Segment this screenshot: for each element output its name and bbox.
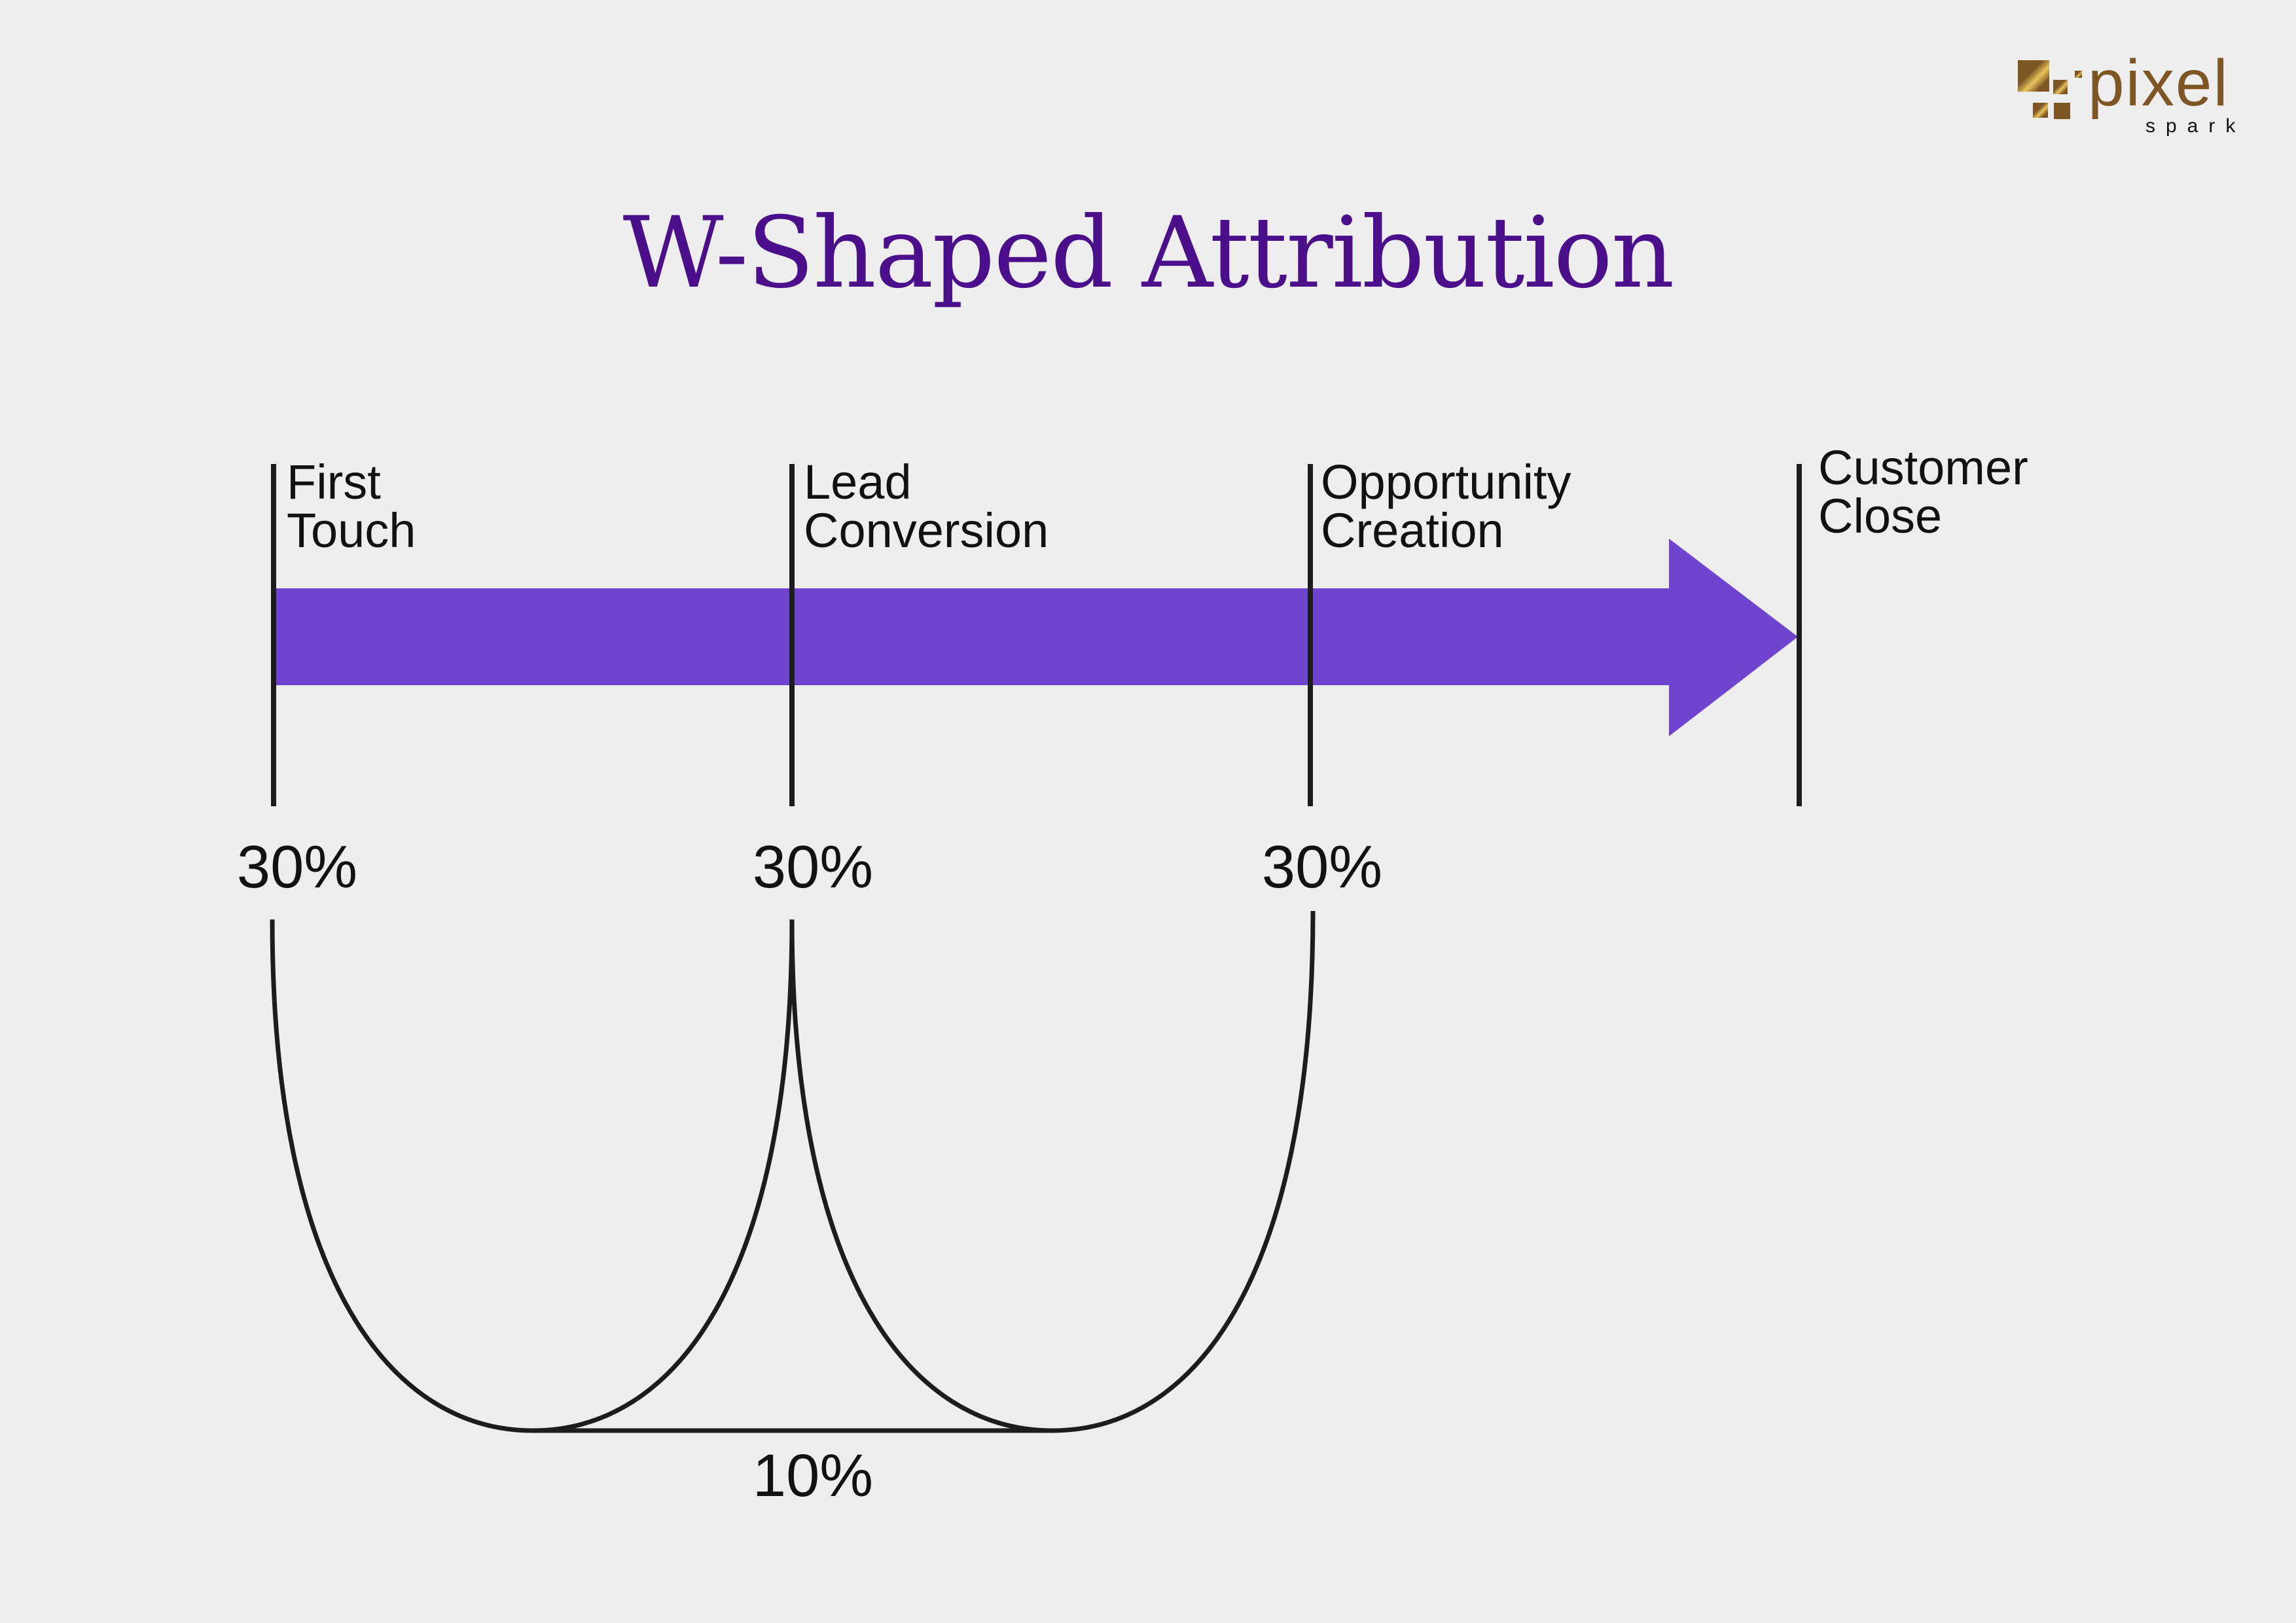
w-curve-left	[270, 919, 795, 1433]
logo-square-icon	[2054, 103, 2070, 119]
logo-square-icon	[2075, 71, 2082, 78]
stage-label-customer-close: Customer Close	[1818, 440, 2028, 543]
logo-square-icon	[2053, 80, 2068, 94]
credit-lead-conversion: 30%	[752, 834, 874, 901]
logo-subword: spark	[2145, 115, 2246, 137]
logo-square-icon	[2033, 103, 2048, 118]
w-curve-right	[789, 910, 1316, 1433]
pixel-spark-logo: pixel spark	[2009, 46, 2271, 137]
stage-label-opportunity-creation: Opportunity Creation	[1321, 455, 1571, 558]
credit-middle-touches: 10%	[752, 1442, 874, 1509]
credit-first-touch: 30%	[236, 834, 358, 901]
credit-opportunity-creation: 30%	[1261, 834, 1383, 901]
logo-word: pixel	[2088, 46, 2229, 120]
logo-square-icon	[2018, 60, 2049, 92]
page-title: W-Shaped Attribution	[622, 196, 1675, 310]
stage-label-lead-conversion: Lead Conversion	[804, 455, 1049, 558]
stage-label-first-touch: First Touch	[287, 455, 416, 558]
timeline-arrow	[274, 539, 1798, 736]
